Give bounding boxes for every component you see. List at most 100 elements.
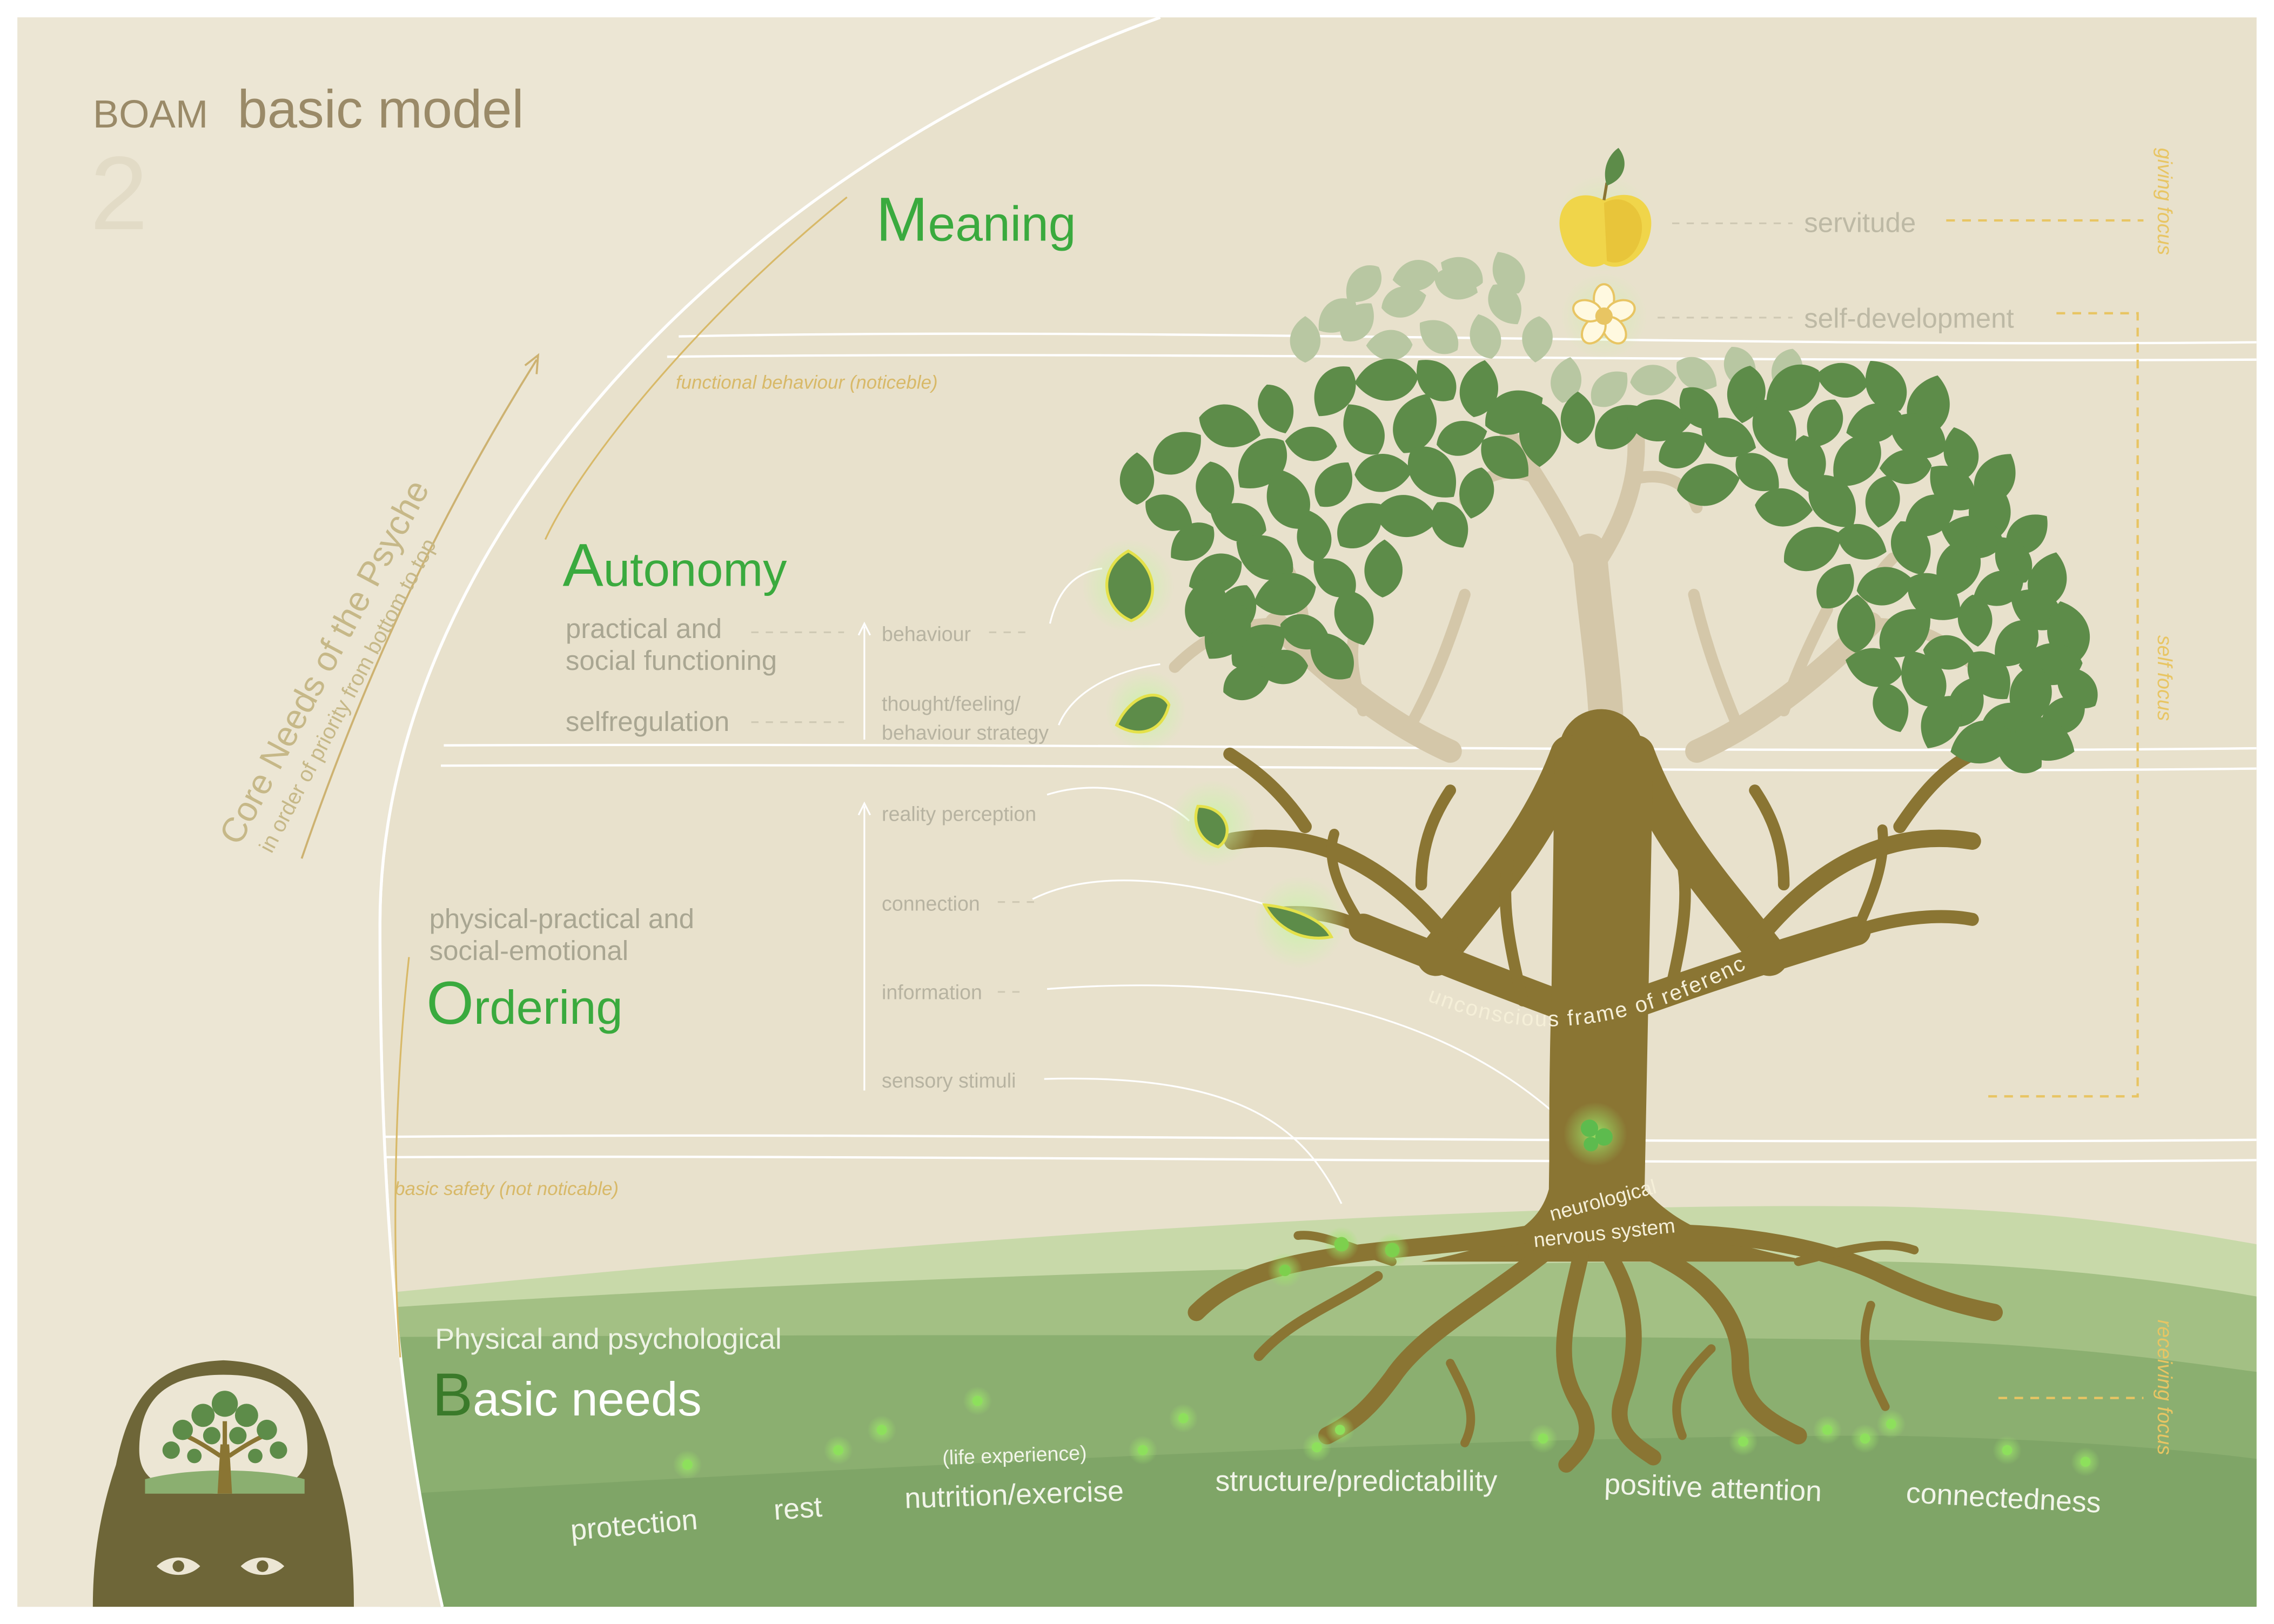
leaf bbox=[1153, 432, 1201, 475]
leaf bbox=[1431, 502, 1468, 548]
flow-label-strategy: behaviour strategy bbox=[882, 721, 1049, 744]
leaf bbox=[1889, 413, 1946, 459]
leaf bbox=[1921, 696, 1962, 749]
leaf bbox=[1837, 594, 1876, 653]
priority-arrow bbox=[300, 359, 538, 859]
leaf bbox=[1346, 265, 1381, 303]
level-meaning-initial: M bbox=[876, 185, 928, 254]
level-ordering-rest: rdering bbox=[474, 981, 623, 1034]
label-servitude: servitude bbox=[1804, 207, 1916, 238]
leaf bbox=[1381, 286, 1426, 318]
leaf bbox=[1459, 360, 1499, 418]
leaf bbox=[1488, 284, 1521, 325]
leaf bbox=[1119, 452, 1155, 505]
leaf bbox=[1258, 384, 1294, 434]
leaf bbox=[1313, 558, 1356, 598]
highlighted-leaves bbox=[1082, 539, 1346, 969]
leaf bbox=[1659, 432, 1706, 469]
leaf bbox=[1735, 453, 1779, 491]
leaf bbox=[1973, 571, 2023, 606]
life-experience-note: (life experience) bbox=[942, 1441, 1088, 1469]
gold-curve-upper bbox=[544, 196, 848, 540]
leaf bbox=[1879, 449, 1932, 484]
level-meaning-title: Meaning bbox=[876, 185, 1076, 254]
functional-behaviour-note: functional behaviour (noticeble) bbox=[676, 372, 938, 393]
level-ordering-initial: O bbox=[426, 969, 474, 1037]
need-rest: rest bbox=[773, 1491, 823, 1526]
ground-dot bbox=[1822, 1425, 1833, 1435]
autonomy-item: social functioning bbox=[566, 645, 777, 676]
level-autonomy-initial: A bbox=[563, 531, 603, 599]
leaf bbox=[1784, 526, 1842, 572]
leaf bbox=[1752, 400, 1796, 459]
ground-dot bbox=[1178, 1413, 1189, 1424]
leaf bbox=[1253, 573, 1316, 616]
autonomy-item: practical and bbox=[566, 613, 722, 644]
leaf bbox=[1996, 736, 2042, 774]
leaf bbox=[1846, 403, 1901, 443]
ground-dots bbox=[673, 1386, 2100, 1479]
leaf bbox=[1354, 453, 1413, 492]
ground-layer-bottom bbox=[406, 1435, 2257, 1607]
ordering-subtitle: social-emotional bbox=[430, 935, 629, 966]
level-basic-title: Basic needs bbox=[432, 1360, 702, 1428]
apple-fruit bbox=[1554, 147, 1654, 273]
basic-subtitle: Physical and psychological bbox=[435, 1323, 781, 1355]
ground-dot bbox=[2080, 1457, 2091, 1467]
leaf bbox=[1185, 575, 1227, 637]
leaf bbox=[1766, 364, 1820, 411]
leaf bbox=[1266, 468, 1311, 529]
basic-safety-note: basic safety (not noticable) bbox=[394, 1178, 619, 1199]
autonomy-item: selfregulation bbox=[566, 706, 729, 737]
leaf bbox=[1519, 403, 1561, 467]
gold-curve-lower bbox=[394, 957, 410, 1358]
leaf bbox=[1420, 320, 1459, 354]
ground-dot bbox=[1334, 1425, 1345, 1435]
ordering-subtitle: physical-practical and bbox=[430, 903, 694, 934]
leaf bbox=[1901, 650, 1947, 707]
level-basic-rest: asic needs bbox=[473, 1372, 701, 1426]
leaf bbox=[1816, 563, 1854, 609]
leaf bbox=[1677, 464, 1740, 506]
leaf bbox=[1833, 434, 1881, 486]
leaf bbox=[1407, 446, 1457, 498]
leaf bbox=[1816, 363, 1868, 398]
ground-dot bbox=[1886, 1419, 1896, 1430]
flow-label-information: information bbox=[882, 981, 982, 1003]
label-self-development: self-development bbox=[1804, 303, 2014, 334]
leaf bbox=[1560, 391, 1595, 444]
leaf bbox=[1551, 357, 1582, 403]
level-ordering-title: Ordering bbox=[426, 969, 622, 1037]
label-self-focus: self focus bbox=[2154, 635, 2176, 721]
need-structure: structure/predictability bbox=[1215, 1465, 1497, 1497]
leaf bbox=[1701, 418, 1756, 458]
leaf bbox=[1459, 467, 1494, 519]
leaf bbox=[1957, 594, 1993, 647]
ground-dot bbox=[1137, 1445, 1148, 1455]
title-brand: BOAM bbox=[93, 92, 208, 136]
model-number: 2 bbox=[90, 135, 147, 251]
leaf bbox=[1364, 539, 1403, 598]
leaf bbox=[1630, 365, 1676, 395]
leaf bbox=[1417, 360, 1457, 401]
level-meaning-rest: eaning bbox=[928, 197, 1076, 252]
leaf bbox=[1891, 521, 1931, 575]
label-giving-focus: giving focus bbox=[2154, 148, 2176, 256]
leaf bbox=[1879, 609, 1930, 657]
leaf bbox=[1393, 394, 1437, 453]
ground-dot bbox=[2002, 1445, 2013, 1455]
leaf bbox=[1285, 426, 1337, 461]
leaf bbox=[1865, 360, 1907, 411]
ground-dot bbox=[1311, 1442, 1322, 1453]
leaf bbox=[1950, 720, 2012, 764]
leaf bbox=[1865, 476, 1900, 528]
leaf bbox=[1314, 366, 1356, 417]
ground-dot bbox=[876, 1425, 887, 1435]
leaf bbox=[1236, 535, 1293, 580]
leaf bbox=[1627, 399, 1691, 441]
leaf bbox=[1481, 435, 1529, 479]
ground-dot bbox=[833, 1445, 843, 1455]
leaf bbox=[1392, 260, 1439, 291]
leaf bbox=[1591, 371, 1628, 407]
